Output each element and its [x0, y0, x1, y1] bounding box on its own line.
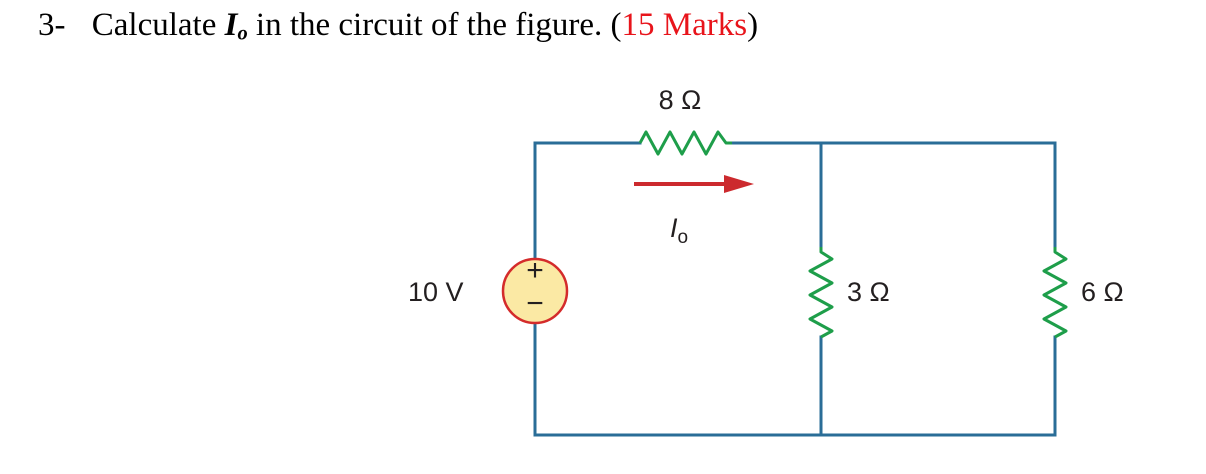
question-text: 3- Calculate Io in the circuit of the fi…	[38, 6, 758, 46]
marks-annotation: (15 Marks)	[611, 7, 759, 43]
current-arrow	[634, 175, 754, 193]
voltage-source-circle	[501, 257, 569, 325]
voltage-source-minus: −	[526, 287, 544, 320]
voltage-source: + −	[501, 254, 569, 325]
resistor-3-ohm	[808, 247, 834, 339]
resistor-8-ohm	[638, 130, 732, 156]
resistor-3-ohm-label: 3 Ω	[847, 277, 890, 307]
circuit-wires	[533, 141, 1057, 437]
question-number: 3-	[38, 7, 66, 43]
current-label-letter: I	[670, 213, 678, 243]
current-variable-subscript: o	[237, 22, 248, 45]
current-arrow-head	[724, 175, 754, 193]
question-text-before: Calculate	[91, 7, 217, 43]
marks-open-paren: (	[610, 7, 622, 43]
resistor-6-ohm	[1042, 247, 1068, 339]
current-variable: Io	[224, 7, 248, 45]
current-label-subscript: o	[678, 227, 689, 248]
resistor-8-ohm-label: 8 Ω	[659, 85, 702, 115]
marks-close-paren: )	[747, 7, 759, 43]
marks-value: 15 Marks	[621, 7, 748, 43]
current-variable-letter: I	[224, 7, 238, 43]
voltage-source-label: 10 V	[408, 277, 464, 307]
current-label: Io	[670, 213, 688, 248]
voltage-source-plus: +	[526, 254, 544, 287]
question-text-after: in the circuit of the figure.	[255, 7, 603, 43]
resistor-6-ohm-label: 6 Ω	[1081, 277, 1124, 307]
